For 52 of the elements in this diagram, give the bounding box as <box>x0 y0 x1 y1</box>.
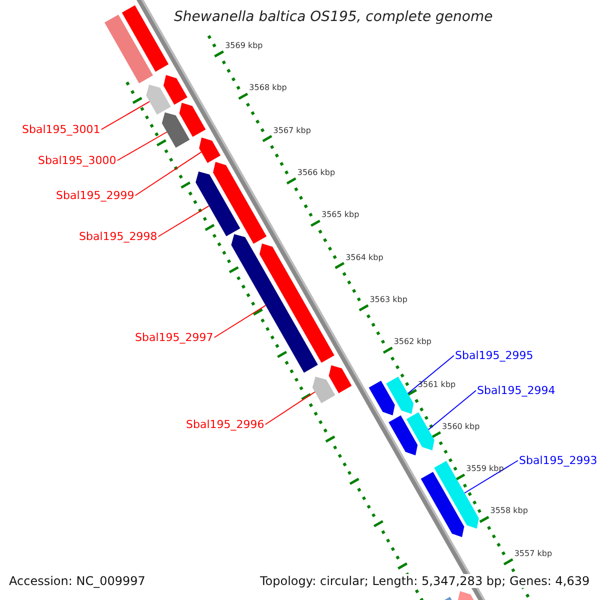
leader-line <box>407 355 454 394</box>
scale-label: 3569 kbp <box>225 40 263 51</box>
scale-label: 3557 kbp <box>514 548 552 559</box>
leader-line <box>100 101 150 130</box>
leader-line <box>428 390 476 430</box>
scale-label: 3560 kbp <box>442 422 480 432</box>
scale-label: 3566 kbp <box>297 168 336 178</box>
title: Shewanella baltica OS195, complete genome <box>174 9 493 25</box>
scale-label: 3559 kbp <box>466 464 504 474</box>
accession-text: Accession: NC_009997 <box>9 574 146 588</box>
gene-bar <box>312 376 336 404</box>
scale-label: 3564 kbp <box>346 252 384 263</box>
leader-line <box>116 132 168 161</box>
gene-bar <box>199 138 220 163</box>
gene-label: Sbal195_2996 <box>186 418 264 431</box>
gene-bar <box>260 244 334 363</box>
scale-label: 3558 kbp <box>490 506 528 516</box>
gene-bar <box>388 415 418 456</box>
gene-bar <box>213 162 267 244</box>
gene-label: Sbal195_3001 <box>22 123 100 136</box>
leader-line <box>214 304 266 338</box>
gene-bar <box>386 376 414 414</box>
gene-bar <box>328 365 352 394</box>
gene-bar <box>406 412 434 450</box>
leader-line <box>158 205 210 237</box>
scale-label: 3562 kbp <box>394 337 432 348</box>
gene-label: Sbal195_2993 <box>519 454 598 467</box>
gene-label: Sbal195_2999 <box>56 189 134 202</box>
gene-bar <box>104 14 153 84</box>
gene-label: Sbal195_2998 <box>79 230 158 243</box>
scale-label: 3565 kbp <box>321 210 360 220</box>
genome-summary-text: Topology: circular; Length: 5,347,283 bp; Genes: 4,639 <box>260 574 590 588</box>
gene-label: Sbal195_2997 <box>135 331 214 344</box>
gene-bar <box>162 112 190 148</box>
scale-label: 3563 kbp <box>370 294 408 305</box>
gene-label: Sbal195_2995 <box>455 349 534 362</box>
gene-bar <box>122 5 169 72</box>
gene-bar <box>368 380 395 416</box>
scale-label: 3561 kbp <box>418 380 456 390</box>
leader-line <box>264 391 316 425</box>
gene-label: Sbal195_3000 <box>38 154 116 167</box>
scale-label: 3567 kbp <box>273 126 311 136</box>
gene-bar <box>231 234 318 373</box>
leader-line <box>134 152 202 196</box>
gene-bar <box>179 102 206 137</box>
gene-bar <box>146 84 171 115</box>
gene-bar <box>164 75 188 105</box>
gene-bar <box>420 472 464 538</box>
leader-line <box>464 460 518 494</box>
gene-bar <box>196 172 240 236</box>
scale-label: 3568 kbp <box>249 83 287 94</box>
gene-label: Sbal195_2994 <box>477 384 556 397</box>
